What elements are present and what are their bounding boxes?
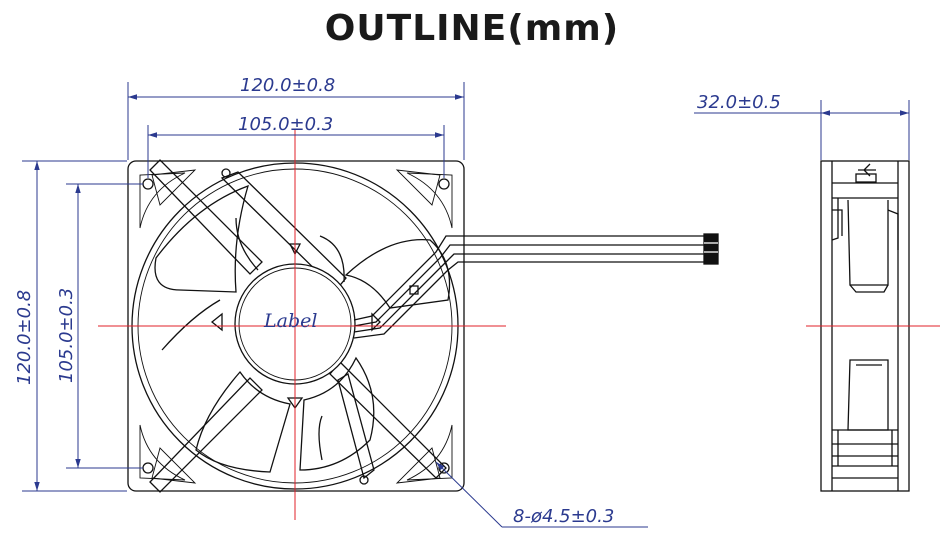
lead-wires — [353, 233, 719, 339]
dimension-overall-height: 120.0±0.8 — [14, 160, 127, 492]
mounting-hole-top-left — [142, 178, 154, 190]
mounting-hole-bottom-right — [438, 462, 450, 474]
overall-width-value: 120.0±0.8 — [240, 75, 335, 96]
mounting-hole-bottom-left — [142, 462, 154, 474]
dimension-mounting-holes: 8-ø4.5±0.3 — [435, 461, 648, 528]
diagram-title: OUTLINE(mm) — [324, 8, 620, 49]
depth-value: 32.0±0.5 — [697, 92, 781, 113]
center-lines-front — [98, 130, 506, 520]
dimension-depth: 32.0±0.5 — [694, 92, 910, 160]
dimension-hole-spacing-width: 105.0±0.3 — [147, 114, 445, 178]
hole-spacing-width-value: 105.0±0.3 — [238, 114, 333, 135]
hub-label: Label — [263, 310, 317, 332]
mounting-holes-value: 8-ø4.5±0.3 — [513, 506, 614, 527]
front-view: Label — [98, 130, 719, 520]
mounting-hole-top-right — [438, 178, 450, 190]
dimension-overall-width: 120.0±0.8 — [127, 75, 465, 160]
side-view — [806, 160, 940, 492]
dimension-hole-spacing-height: 105.0±0.3 — [56, 183, 143, 469]
overall-height-value: 120.0±0.8 — [14, 290, 35, 385]
corner-pads — [139, 169, 453, 484]
hole-spacing-height-value: 105.0±0.3 — [56, 288, 77, 383]
